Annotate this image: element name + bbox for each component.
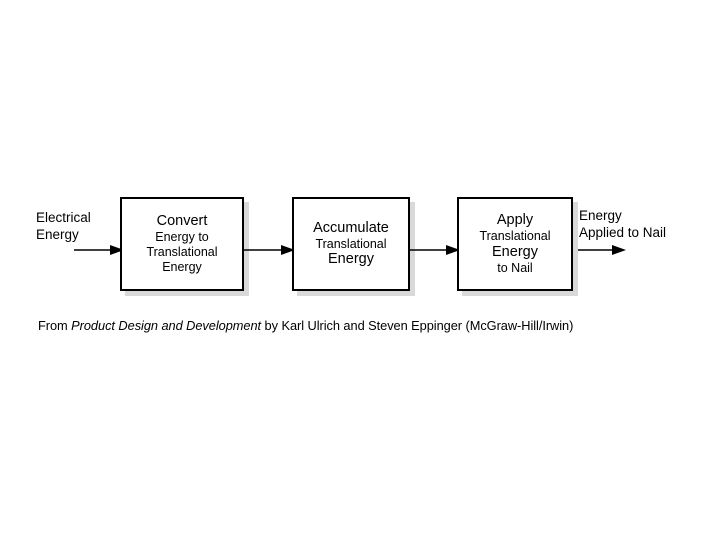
source-attribution: From Product Design and Development by K… — [38, 318, 573, 333]
input-label-line-2: Energy — [36, 227, 79, 242]
flow-arrow-1-icon — [243, 244, 295, 256]
process-box-apply[interactable]: Apply Translational Energy to Nail — [457, 197, 573, 291]
box-apply-line-2: Translational — [479, 229, 551, 244]
output-label-line-2: Applied to Nail — [579, 225, 667, 240]
output-label-line-1: Energy — [579, 208, 622, 223]
box-apply-line-3: Energy — [492, 244, 538, 260]
process-box-accumulate[interactable]: Accumulate Translational Energy — [292, 197, 410, 291]
output-label: Energy Applied to Nail — [579, 207, 666, 241]
flow-arrow-2-icon — [409, 244, 460, 256]
box-accumulate-line-1: Accumulate — [313, 219, 389, 236]
box-accumulate-line-3: Energy — [328, 251, 374, 268]
box-apply-line-1: Apply — [496, 212, 534, 229]
input-label-line-1: Electrical — [36, 210, 91, 225]
box-convert-line-2: Energy to — [155, 230, 209, 245]
box-apply-line-4: to Nail — [497, 261, 533, 276]
box-convert-line-1: Convert — [156, 213, 208, 230]
output-arrow-icon — [578, 244, 626, 256]
box-accumulate-line-2: Translational — [315, 236, 387, 251]
caption-suffix: by Karl Ulrich and Steven Eppinger (McGr… — [261, 318, 574, 333]
caption-book-title: Product Design and Development — [71, 318, 262, 333]
box-convert-line-4: Energy — [162, 259, 202, 274]
input-arrow-icon — [74, 244, 124, 256]
caption-prefix: From — [38, 318, 72, 333]
input-label: Electrical Energy — [36, 209, 91, 243]
process-box-convert[interactable]: Convert Energy to Translational Energy — [120, 197, 244, 291]
box-convert-line-3: Translational — [146, 245, 218, 260]
